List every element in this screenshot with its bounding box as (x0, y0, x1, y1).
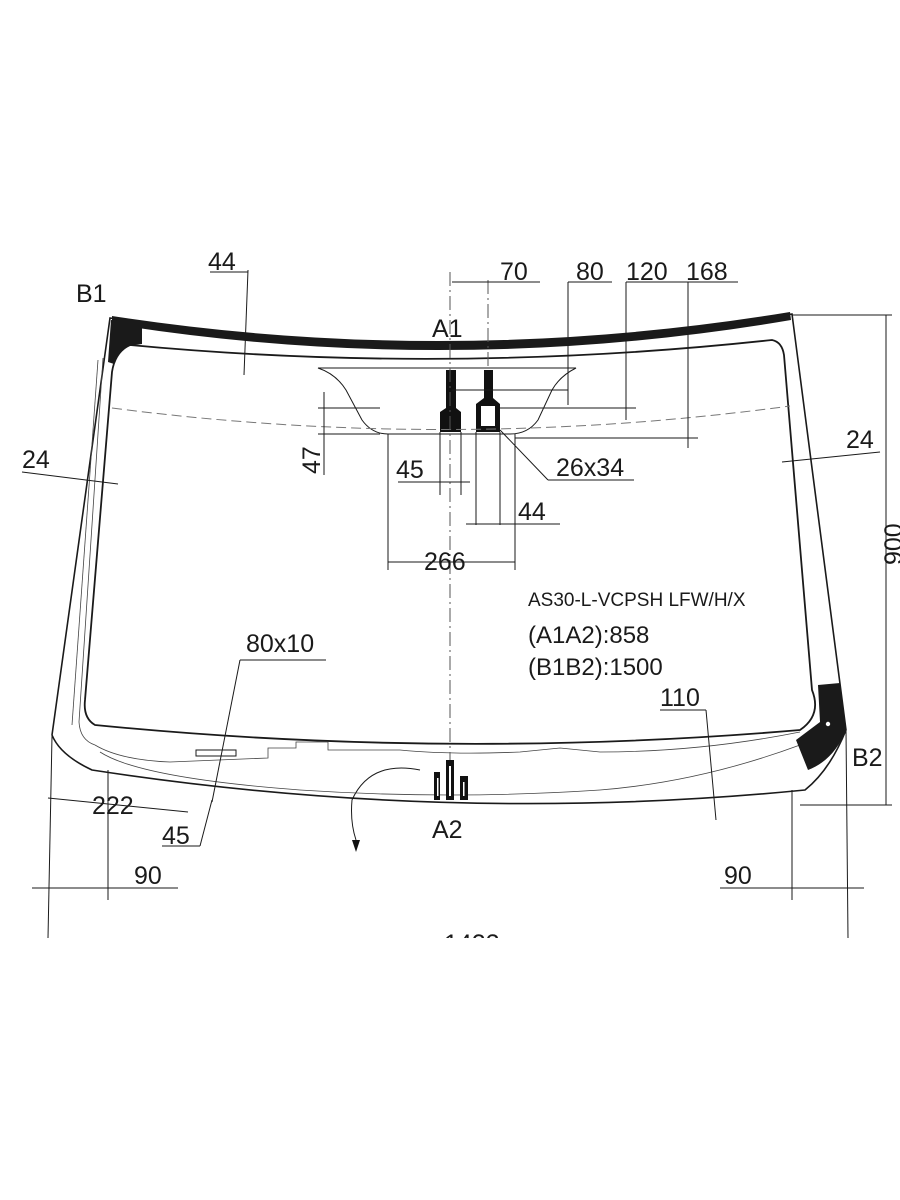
dimension-lines (21, 269, 892, 939)
dim-top-120: 120 (626, 258, 668, 286)
part-info: AS30-L-VCPSH LFW/H/X (A1A2):858 (B1B2):1… (528, 590, 746, 681)
dim-height-900: 900 (880, 523, 900, 565)
dim-top-168: 168 (686, 258, 728, 286)
dim-top-70: 70 (500, 258, 528, 286)
label-b2: B2 (852, 744, 883, 772)
top-molding (112, 312, 791, 351)
part-code: AS30-L-VCPSH LFW/H/X (528, 590, 746, 611)
part-b1b2: (B1B2):1500 (528, 654, 663, 681)
dim-110: 110 (660, 684, 700, 712)
point-labels: B1 A1 A2 B2 (76, 280, 883, 844)
b1-corner-block (108, 320, 142, 364)
dim-top-80: 80 (576, 258, 604, 286)
dim-top-44: 44 (208, 248, 236, 276)
dim-left-90: 90 (134, 862, 162, 890)
label-a2: A2 (432, 816, 463, 844)
windshield-glass (51, 312, 847, 805)
a2-marker (434, 760, 468, 800)
dim-80x10: 80x10 (246, 630, 314, 658)
dim-right-24: 24 (846, 426, 874, 454)
dim-44-lower: 44 (518, 498, 546, 526)
dim-47: 47 (298, 446, 326, 474)
dim-45-upper: 45 (396, 456, 424, 484)
dim-222: 222 (92, 792, 134, 820)
dim-266: 266 (424, 548, 466, 576)
b2-corner-block (796, 683, 846, 770)
sensor-area (317, 367, 577, 435)
label-b1: B1 (76, 280, 107, 308)
dim-right-90: 90 (724, 862, 752, 890)
dimension-labels: 44 70 80 120 168 24 24 900 47 45 26x34 4… (22, 248, 900, 958)
dim-45-lower: 45 (162, 822, 190, 850)
dim-26x34: 26x34 (556, 454, 624, 482)
label-a1: A1 (432, 315, 463, 343)
part-a1a2: (A1A2):858 (528, 622, 649, 649)
crop-mask (0, 938, 900, 1200)
dim-left-24: 24 (22, 446, 50, 474)
